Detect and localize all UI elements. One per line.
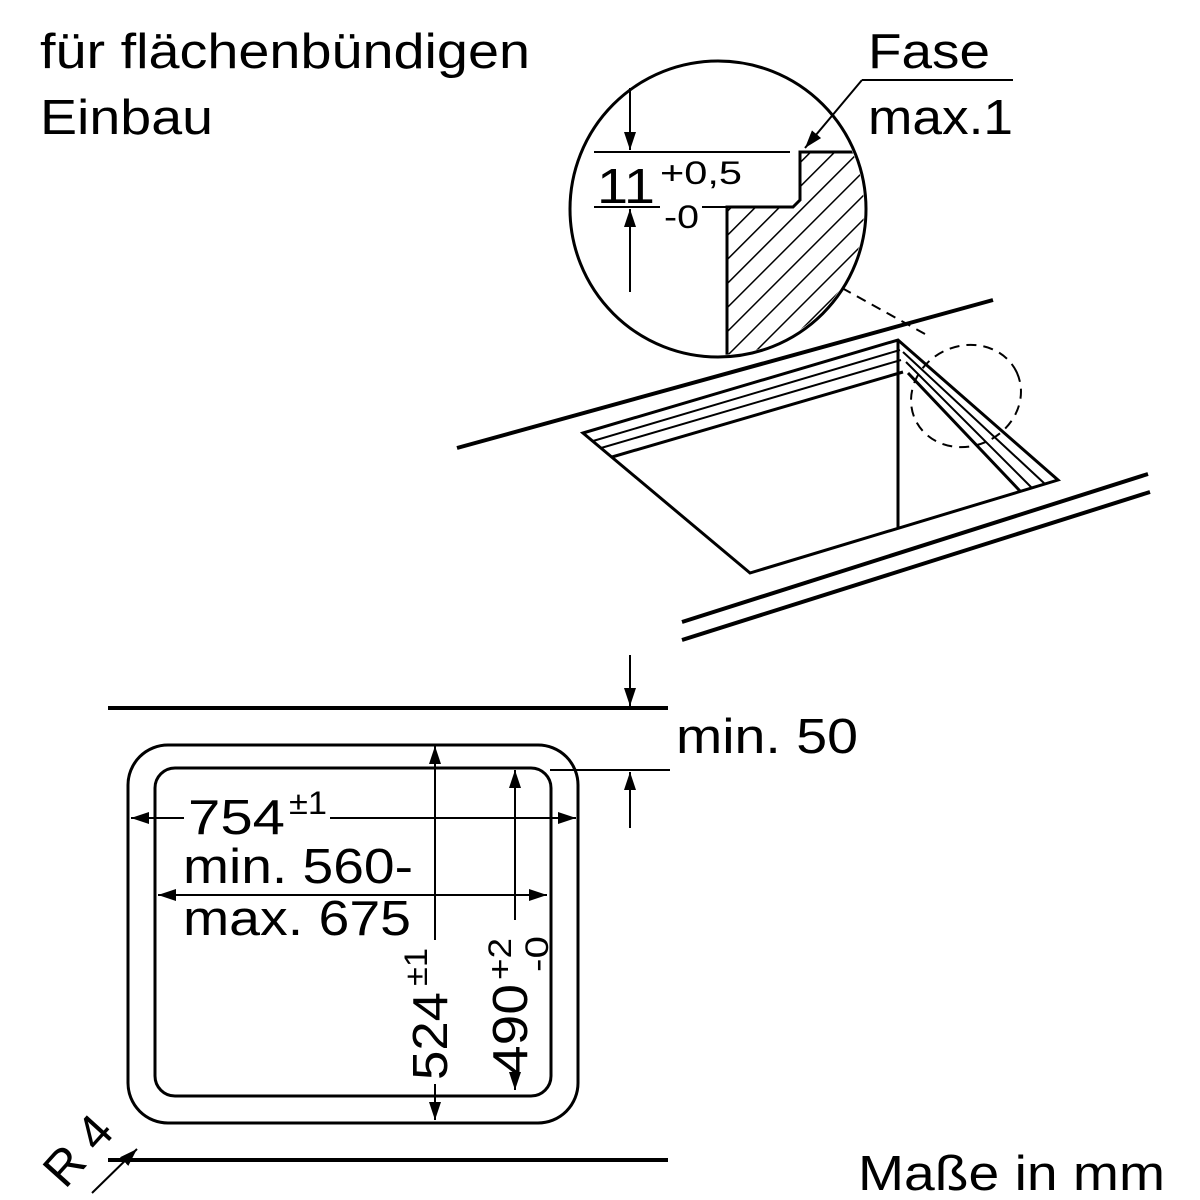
cutout-width-line-1: min. 560- (183, 840, 413, 894)
cutout-rebate-line-right-3 (906, 371, 1022, 493)
rebate-depth-value: 11 (597, 160, 655, 214)
cutout-depth-tolerance-minus: -0 (519, 936, 555, 972)
cutout-outline (579, 338, 1062, 575)
detail-circle (568, 59, 868, 359)
corner-radius-arrow (91, 1148, 138, 1194)
cutout-depth-tolerance-plus: +2 (482, 938, 518, 980)
detail-content (725, 150, 864, 355)
detail-location-ellipse (910, 343, 1022, 449)
cutout-rebate-line-left-3 (611, 370, 904, 459)
outer-depth-tolerance: ±1 (398, 948, 434, 986)
cutout-rebate-line-left-1 (592, 349, 901, 442)
clearance-label: min. 50 (676, 710, 858, 764)
cutout-depth-value: 490 (484, 984, 538, 1076)
worktop-perspective (456, 287, 1151, 642)
plan-view: min. 50 754 ±1 min. 560- max. 675 524 ±1… (33, 655, 858, 1197)
cutout-rebate-line-left-2 (600, 359, 902, 449)
outer-depth-value: 524 (404, 992, 458, 1080)
cutout-width-line-2: max. 675 (183, 892, 411, 946)
heading-line-2: Einbau (40, 91, 213, 145)
worktop-back-edge (456, 298, 994, 450)
cutout-rebate-line-right-1 (902, 351, 1046, 485)
cutout-depth-label: 490 +2 -0 (482, 936, 555, 1076)
detail-leader-dashed (841, 287, 926, 335)
outer-width-tolerance: ±1 (289, 785, 327, 821)
heading: für flächenbündigen Einbau (40, 25, 530, 145)
worktop-front-edge-top (681, 472, 1149, 624)
worktop-section-outline (725, 150, 864, 355)
worktop-front-edge-bottom (681, 490, 1151, 642)
chamfer-leader-arrow (804, 79, 863, 149)
chamfer-value: max.1 (868, 91, 1013, 145)
hob-outer-outline (126, 743, 580, 1125)
heading-line-1: für flächenbündigen (40, 25, 530, 79)
units-note: Maße in mm (858, 1147, 1165, 1200)
corner-radius-label: R 4 (33, 1105, 124, 1198)
rebate-tolerance-plus: +0,5 (660, 155, 742, 191)
outer-depth-label: 524 ±1 (398, 948, 458, 1080)
detail-view: 11 +0,5 -0 Fase max.1 (568, 25, 1013, 359)
cutout-inner-outline (153, 766, 553, 1098)
cutout-rebate-line-right-2 (905, 361, 1033, 489)
worktop-section-hatch (727, 152, 864, 355)
rebate-tolerance-minus: -0 (664, 199, 699, 235)
chamfer-label: Fase (868, 25, 990, 79)
outer-width-value: 754 (188, 791, 285, 845)
